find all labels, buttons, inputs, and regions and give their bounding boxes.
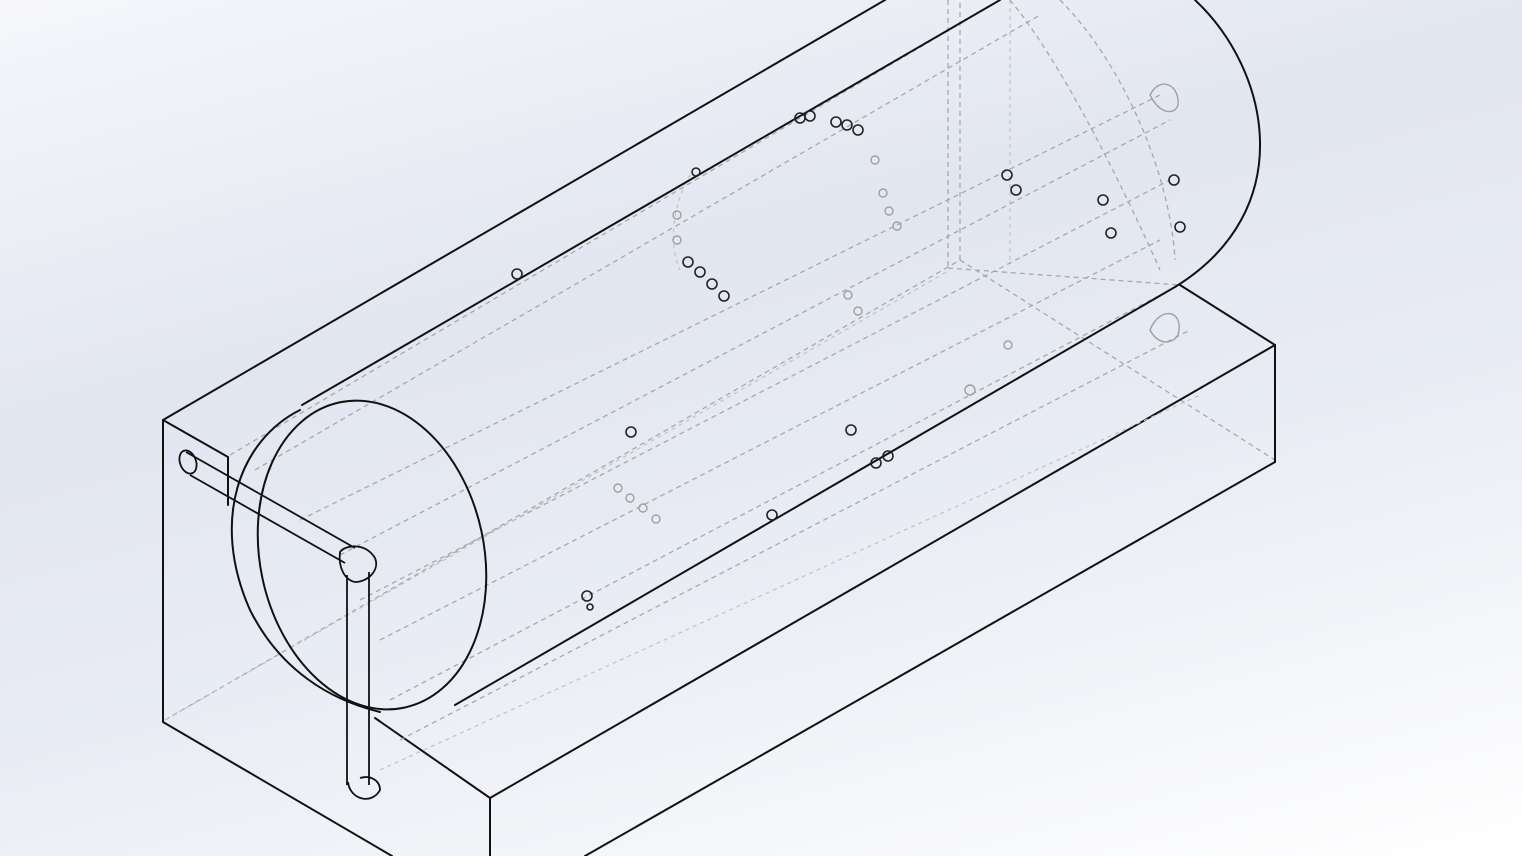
cyl-hidden-line-2	[254, 14, 1041, 471]
block-top-front-edge	[489, 344, 1276, 799]
hole	[830, 116, 842, 128]
hole	[682, 256, 694, 268]
hidden-hole	[651, 514, 661, 524]
cyl-bottom-silhouette	[454, 286, 1176, 706]
hole	[1097, 194, 1109, 206]
hole	[845, 424, 857, 436]
hidden-port-lower	[1149, 312, 1180, 343]
block-hidden-edge	[947, 267, 1181, 286]
pipe-bottom-elbow	[347, 776, 381, 800]
hole	[804, 110, 816, 122]
cyl-hidden-back-arc-1	[1009, 0, 1161, 271]
cyl-hidden-line-5	[359, 179, 1171, 601]
cyl-back-end-arc	[1174, 0, 1261, 288]
hole	[581, 590, 593, 602]
pipe-elbow-joint	[338, 545, 378, 583]
hole-features[interactable]	[511, 83, 1186, 611]
hole	[511, 268, 523, 280]
hidden-hole	[878, 188, 888, 198]
cyl-hidden-line-1	[229, 0, 1001, 456]
hole	[1174, 221, 1186, 233]
hole	[1105, 227, 1117, 239]
cyl-hidden-line-6	[379, 239, 1161, 641]
hole	[691, 167, 701, 177]
hole	[718, 290, 730, 302]
hole	[694, 266, 706, 278]
block-hidden-bottom-back-edge	[164, 259, 961, 721]
cyl-top-silhouette	[301, 0, 1001, 406]
hole	[586, 603, 594, 611]
hidden-hole	[638, 503, 648, 513]
block-hidden-bottom-right-edge	[959, 259, 1276, 461]
hidden-hole	[843, 290, 853, 300]
block-top-right-edge	[1179, 284, 1276, 346]
hole	[1168, 174, 1180, 186]
cylinder-tank[interactable]	[164, 0, 1261, 771]
hole	[870, 457, 882, 469]
hole	[852, 124, 864, 136]
cyl-hidden-line-4	[339, 119, 1171, 556]
block-bottom-front-edge	[584, 461, 1276, 856]
block-top-left-edge	[162, 419, 229, 458]
pipe-inlet-end	[178, 449, 198, 475]
hidden-hole	[884, 206, 894, 216]
pipe-bottom-edge	[189, 474, 346, 564]
block-top-back-edge	[162, 0, 886, 421]
hidden-hole	[964, 384, 976, 396]
cyl-hidden-line-7	[389, 289, 1171, 701]
cyl-hidden-line-10	[379, 394, 1201, 771]
cyl-front-cap-outer	[256, 399, 488, 711]
block-front-left-edges	[162, 419, 393, 856]
hole	[841, 119, 853, 131]
hidden-hole	[613, 483, 623, 493]
hidden-hole	[672, 210, 682, 220]
cyl-front-cap-rim	[230, 409, 381, 713]
cyl-hidden-line-9	[164, 269, 951, 721]
hole	[706, 278, 718, 290]
hidden-hole	[853, 306, 863, 316]
cyl-hidden-back-arc-2	[1059, 0, 1176, 261]
cyl-hidden-line-3	[299, 94, 1161, 521]
pipe-top-edge	[185, 451, 356, 549]
hole	[625, 426, 637, 438]
hidden-hole	[892, 221, 902, 231]
hole	[766, 509, 778, 521]
block-front-corner-edges	[374, 717, 491, 856]
hole	[1010, 184, 1022, 196]
pipe-elbow[interactable]	[176, 448, 381, 800]
cyl-hidden-line-8	[399, 329, 1191, 741]
hidden-hole	[870, 155, 880, 165]
cyl-hidden-ring-arc	[672, 174, 691, 271]
hidden-hole	[625, 493, 635, 503]
hidden-hole	[1003, 340, 1013, 350]
hidden-hole	[672, 235, 682, 245]
base-block[interactable]	[162, 0, 1276, 856]
hidden-port-upper	[1149, 83, 1179, 113]
hole	[1001, 169, 1013, 181]
hole	[882, 450, 894, 462]
